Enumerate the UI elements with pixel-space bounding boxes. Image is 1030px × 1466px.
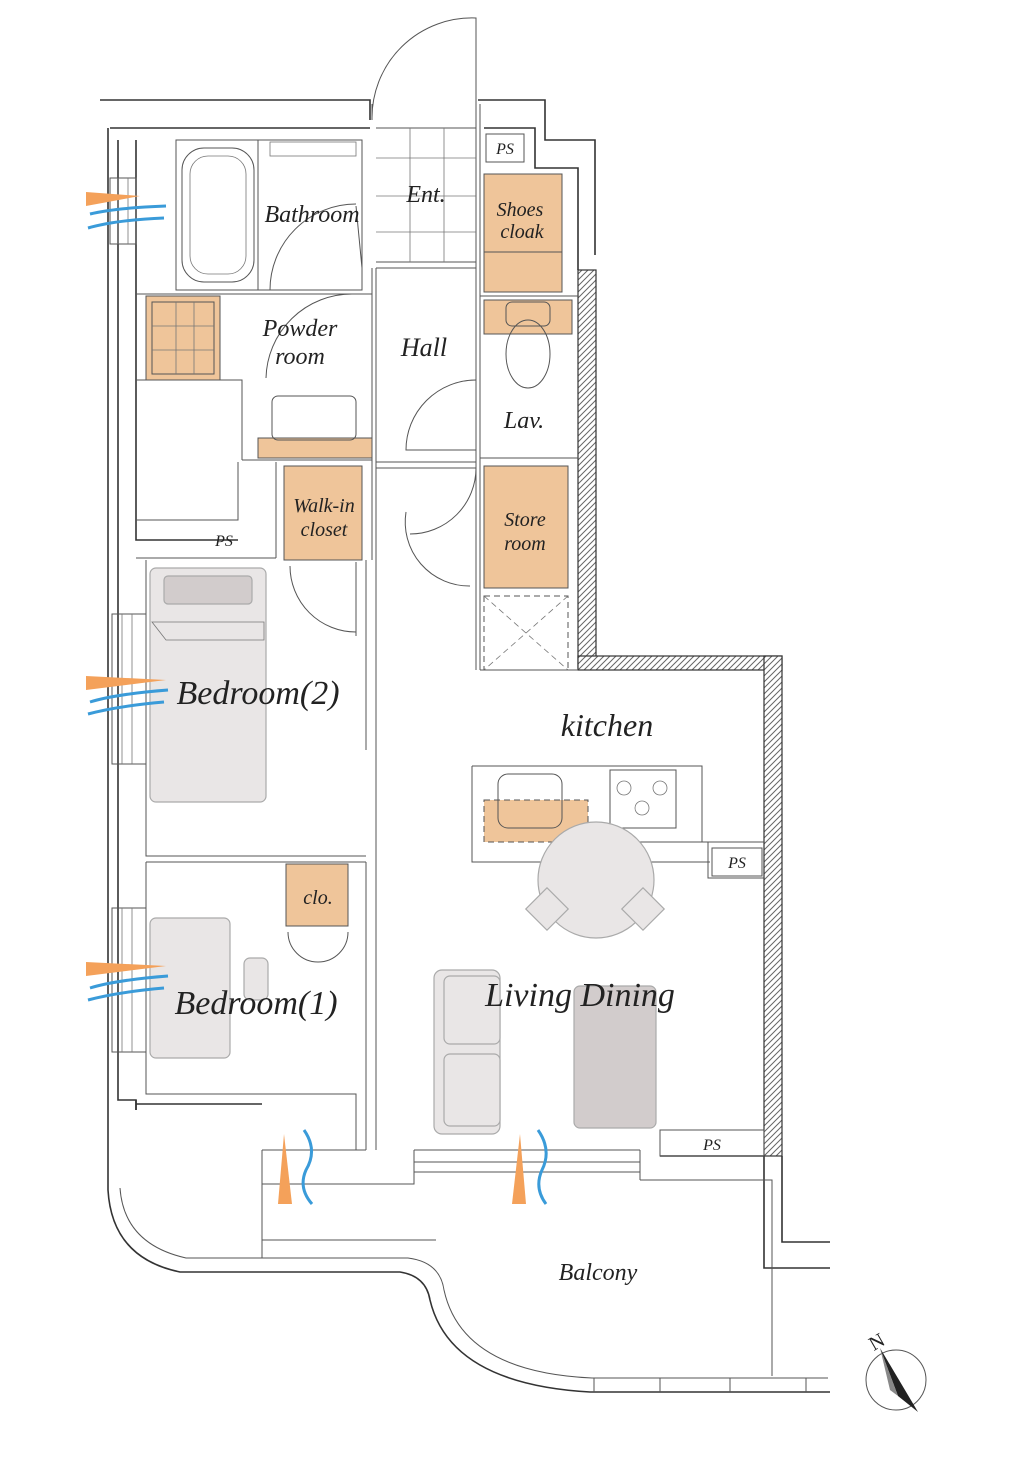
exterior-walls bbox=[100, 99, 830, 1269]
furniture bbox=[149, 567, 666, 1135]
fixtures bbox=[151, 141, 677, 829]
ps-living-label: PS bbox=[702, 1137, 721, 1154]
entrance-label: Ent. bbox=[405, 182, 445, 208]
shoes-cloak-label-2: cloak bbox=[500, 221, 544, 243]
light-wind-indicators bbox=[86, 192, 548, 1205]
balcony-outline bbox=[107, 1179, 830, 1393]
bedroom2-label: Bedroom(2) bbox=[176, 675, 339, 712]
closet-label: clo. bbox=[303, 887, 332, 909]
ps-left-label: PS bbox=[214, 533, 233, 550]
west-windows bbox=[109, 177, 147, 1053]
shoes-cloak-label-1: Shoes bbox=[497, 199, 544, 221]
walkin-closet-label-1: Walk-in bbox=[293, 495, 354, 517]
ps-top-label: PS bbox=[495, 141, 514, 158]
walkin-closet-label-2: closet bbox=[301, 519, 348, 541]
storage-fills bbox=[145, 173, 589, 927]
powder-room-label-1: Powder bbox=[262, 316, 338, 342]
kitchen-label: kitchen bbox=[561, 707, 653, 743]
powder-room-label-2: room bbox=[275, 344, 325, 370]
bedroom1-label: Bedroom(1) bbox=[174, 985, 337, 1022]
doors bbox=[265, 17, 477, 963]
store-room-label-1: Store bbox=[504, 509, 546, 531]
lavatory-label: Lav. bbox=[503, 408, 544, 434]
living-dining-label: Living Dining bbox=[484, 977, 675, 1014]
store-room-label-2: room bbox=[504, 533, 545, 555]
balcony-label: Balcony bbox=[559, 1260, 638, 1286]
bathroom-label: Bathroom bbox=[264, 202, 359, 228]
compass: N bbox=[865, 1329, 927, 1412]
hall-label: Hall bbox=[400, 333, 447, 362]
interior-walls bbox=[136, 104, 765, 1185]
room-labels: Bathroom Ent. Shoes cloak PS Powder room… bbox=[174, 133, 746, 1286]
ps-kitchen-label: PS bbox=[727, 855, 746, 872]
